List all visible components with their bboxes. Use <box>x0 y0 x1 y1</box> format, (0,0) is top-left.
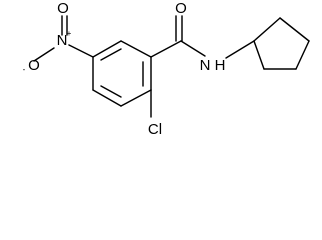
nitro-left-oxygen-label: O <box>28 57 40 74</box>
cyclopentyl-bond-1 <box>253 17 281 42</box>
nitro-nitrogen-label: N <box>57 32 68 49</box>
carbonyl-to-amide-nitrogen-bond <box>180 40 206 57</box>
ring-bond-bottom-left <box>92 89 122 107</box>
ring-to-nitro-bond <box>68 44 94 58</box>
amide-group: O N H <box>150 0 226 74</box>
nitro-n-to-left-oxygen-bond <box>33 47 55 62</box>
nitro-group: N + O O - <box>23 0 94 74</box>
nitro-top-oxygen-label: O <box>57 0 69 17</box>
carbonyl-oxygen-label: O <box>175 0 187 17</box>
chloro-substituent: Cl <box>148 89 162 138</box>
aromatic-ring <box>92 40 152 107</box>
cyclopentyl-bond-5 <box>253 40 265 70</box>
ring-to-carbonyl-bond <box>150 40 182 58</box>
cyclopentyl-group <box>225 17 310 70</box>
chemical-structure-canvas: N + O O - O N H Cl <box>22 0 310 138</box>
ring-bond-top-right <box>120 40 152 58</box>
amide-nitrogen-label: N <box>200 57 211 74</box>
ring-bond-bottom-right <box>120 89 152 107</box>
nitro-positive-charge: + <box>67 29 72 38</box>
amide-hydrogen-label: H <box>215 57 226 74</box>
nitro-negative-charge: - <box>23 65 26 74</box>
cyclopentyl-bond-3 <box>295 40 310 70</box>
cyclopentyl-bond-2 <box>279 17 310 42</box>
chlorine-label: Cl <box>148 121 162 138</box>
amide-nitrogen-to-cyclopentyl-bond <box>225 40 255 59</box>
chemical-structure: N + O O - O N H Cl <box>23 0 310 138</box>
ring-bond-top-left <box>92 40 122 58</box>
ring-inner-double-bottom <box>100 85 122 98</box>
ring-inner-double-top <box>100 48 122 61</box>
